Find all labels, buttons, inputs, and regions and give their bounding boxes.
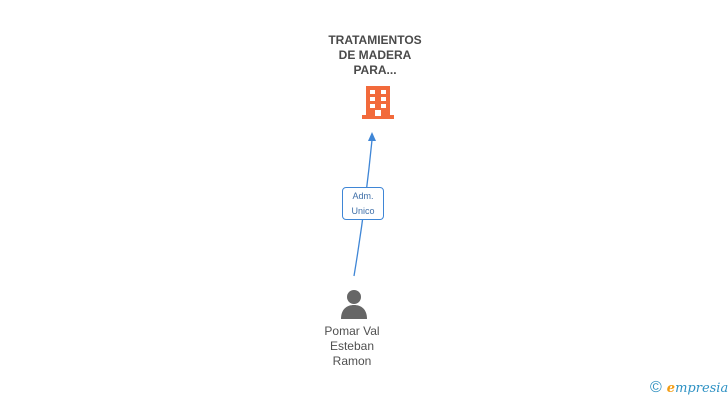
brand-name-rest: mpresia — [675, 380, 728, 396]
brand-name-initial: e — [666, 380, 676, 396]
brand-logo: © empresia — [650, 378, 728, 398]
company-name[interactable]: TRATAMIENTOS DE MADERA PARA... — [328, 33, 422, 77]
arrowhead-icon — [368, 132, 376, 141]
person-icon[interactable] — [338, 288, 370, 320]
brand-name: empresia — [667, 381, 728, 396]
building-icon[interactable] — [361, 84, 395, 120]
copyright-icon: © — [650, 379, 662, 396]
role-label-line1: Adm. — [352, 190, 374, 201]
role-badge[interactable]: Adm. Unico — [342, 187, 384, 220]
person-name[interactable]: Pomar Val Esteban Ramon — [324, 324, 380, 368]
role-label-line2: Unico — [351, 205, 375, 216]
